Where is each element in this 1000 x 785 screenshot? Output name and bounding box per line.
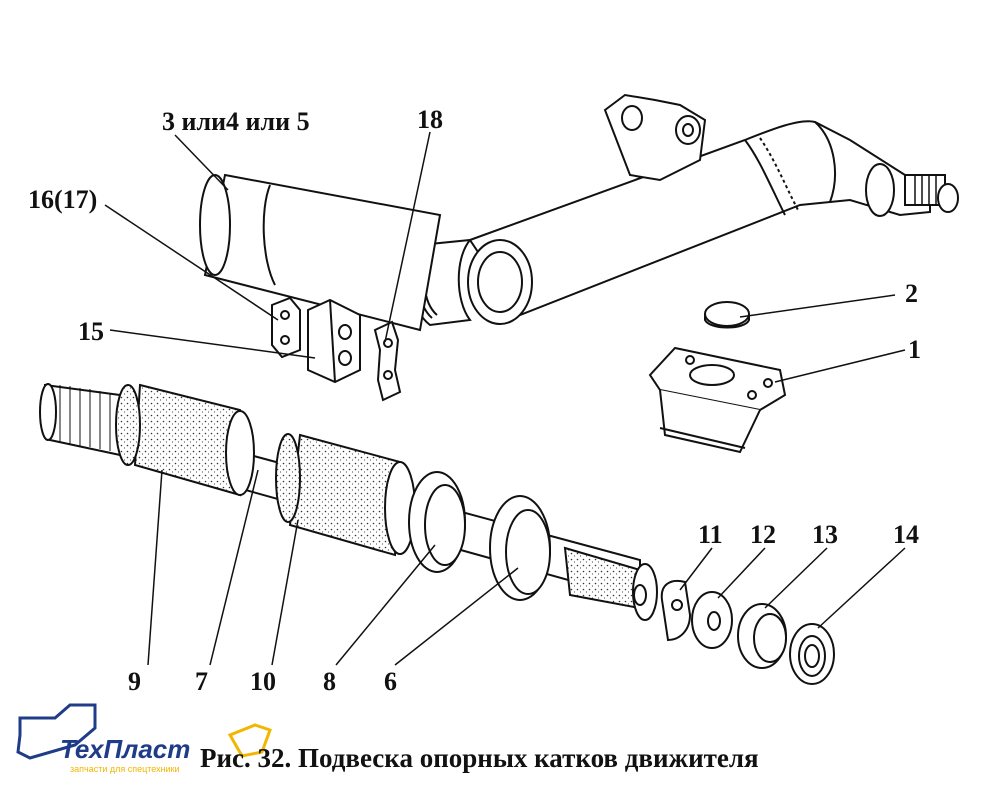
logo-tagline: запчасти для спецтехники — [70, 764, 180, 774]
label-15: 15 — [78, 317, 104, 346]
label-2: 2 — [905, 279, 918, 308]
label-10: 10 — [250, 667, 276, 696]
label-8: 8 — [323, 667, 336, 696]
label-3-4-5: 3 или4 или 5 — [162, 107, 310, 136]
label-11: 11 — [698, 520, 723, 549]
washer-part-11 — [660, 580, 692, 642]
label-6: 6 — [384, 667, 397, 696]
sleeve-part-3-4-5 — [199, 173, 442, 332]
label-14: 14 — [893, 520, 919, 549]
washer-part-12 — [691, 591, 733, 649]
label-18: 18 — [417, 105, 443, 134]
label-13: 13 — [812, 520, 838, 549]
leader-lines — [104, 131, 906, 666]
techplast-logo: ТехПласт запчасти для спецтехники — [16, 703, 272, 774]
figure-caption: Рис. 32. Подвеска опорных катков движите… — [200, 743, 759, 773]
ring-part-13 — [737, 603, 787, 669]
label-9: 9 — [128, 667, 141, 696]
label-7: 7 — [195, 667, 208, 696]
label-16-17: 16(17) — [28, 185, 97, 214]
block-part-15 — [307, 298, 361, 384]
housing-part-1 — [648, 346, 787, 454]
logo-brand: ТехПласт — [60, 734, 190, 764]
shaft-assembly — [39, 383, 658, 621]
plate-part-16-17 — [271, 296, 301, 359]
label-1: 1 — [908, 335, 921, 364]
gasket-part-18 — [373, 320, 402, 402]
excavator-icon — [16, 703, 97, 760]
label-12: 12 — [750, 520, 776, 549]
ring-part-14 — [789, 623, 835, 685]
axle-arm — [410, 93, 959, 327]
cap-part-2 — [704, 301, 750, 329]
